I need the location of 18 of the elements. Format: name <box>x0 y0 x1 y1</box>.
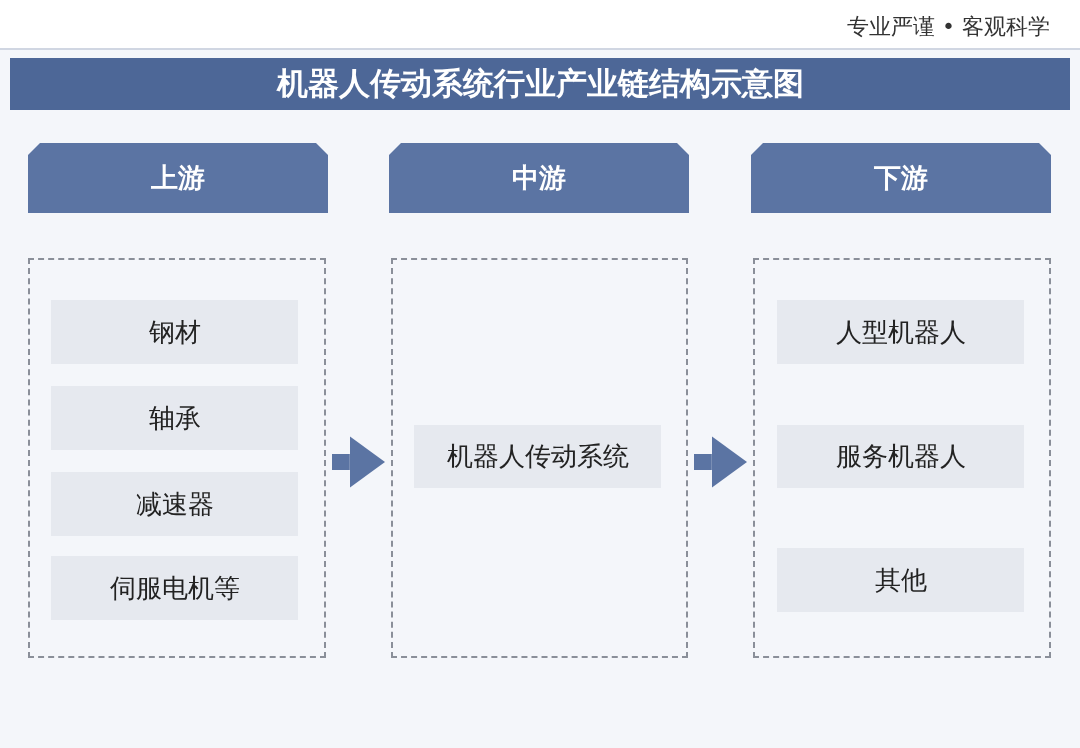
item-box: 机器人传动系统 <box>414 425 661 488</box>
slogan-text: 专业严谨 • 客观科学 <box>847 13 1050 41</box>
stage-header: 下游 <box>751 143 1051 213</box>
item-box: 其他 <box>777 548 1024 612</box>
item-box: 减速器 <box>51 472 298 536</box>
stage-header: 上游 <box>28 143 328 213</box>
dashed-group-box <box>391 258 688 658</box>
block-arrow <box>694 436 747 488</box>
block-arrow <box>332 436 385 488</box>
item-box: 服务机器人 <box>777 425 1024 488</box>
dashed-group-box <box>28 258 326 658</box>
dashed-group-box <box>753 258 1051 658</box>
title-banner: 机器人传动系统行业产业链结构示意图 <box>10 58 1070 110</box>
stage-header: 中游 <box>389 143 689 213</box>
item-box: 钢材 <box>51 300 298 364</box>
item-box: 人型机器人 <box>777 300 1024 364</box>
item-box: 轴承 <box>51 386 298 450</box>
item-box: 伺服电机等 <box>51 556 298 620</box>
